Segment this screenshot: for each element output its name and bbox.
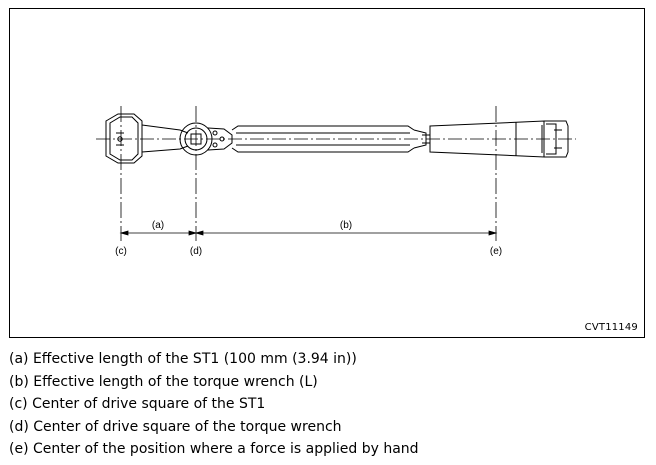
figure-code: CVT11149 xyxy=(584,322,638,333)
arrow-b-right xyxy=(488,230,498,236)
legend-item-a: (a) Effective length of the ST1 (100 mm … xyxy=(9,351,357,367)
legend-item-b: (b) Effective length of the torque wrenc… xyxy=(9,373,318,390)
dimension-label-b: (b) xyxy=(340,220,352,231)
point-label-c: (c) xyxy=(115,246,127,257)
legend-list: (a) Effective length of the ST1 (100 mm … xyxy=(9,348,649,461)
torque-wrench-diagram: (a) (b) (c) (d) (e) xyxy=(96,106,576,257)
arrow-b-left xyxy=(194,230,204,236)
point-label-d: (d) xyxy=(190,246,202,257)
st1-adapter-drawing xyxy=(105,113,189,164)
point-label-e: (e) xyxy=(490,246,502,257)
figure-frame: (a) (b) (c) (d) (e) CVT11149 xyxy=(9,8,645,338)
arrow-a-right xyxy=(188,230,198,236)
legend-item-c: (c) Center of drive square of the ST1 xyxy=(9,396,266,412)
wrench-shaft-drawing xyxy=(231,125,431,153)
legend-item-d: (d) Center of drive square of the torque… xyxy=(9,418,342,435)
legend-item-e: (e) Center of the position where a force… xyxy=(9,441,419,457)
dimension-label-a: (a) xyxy=(152,220,164,231)
arrow-a-left xyxy=(119,230,129,236)
